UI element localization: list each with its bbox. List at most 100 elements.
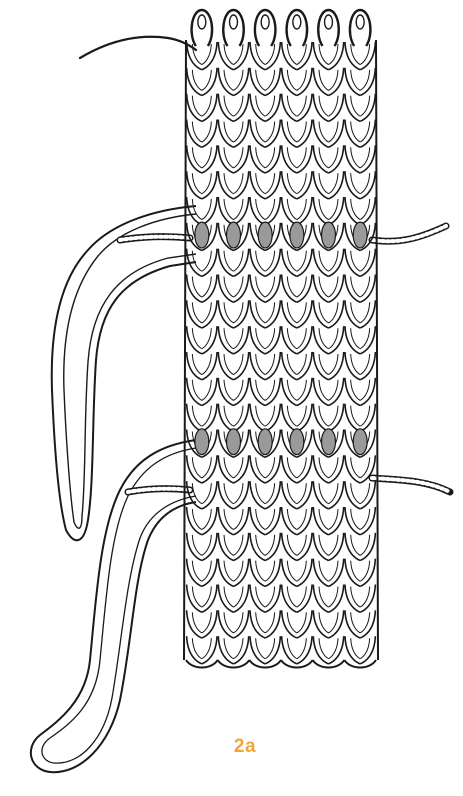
- stitch-leg-inner: [329, 122, 339, 143]
- stitch-leg-inner: [234, 638, 244, 659]
- stitch-leg-inner: [192, 147, 202, 168]
- figure-label: 2a: [0, 736, 463, 758]
- stitch-leg-inner: [265, 535, 275, 556]
- stitch-leg-inner: [297, 354, 307, 375]
- stitch-leg-inner: [192, 587, 202, 608]
- stitch-leg-inner: [224, 44, 234, 65]
- stitch-leg-inner: [202, 328, 212, 349]
- stitch-leg-inner: [256, 587, 265, 608]
- stitch-leg-inner: [265, 328, 275, 349]
- stitch-leg-inner: [319, 277, 329, 298]
- stitch-leg-inner: [192, 302, 202, 323]
- stitch-leg-inner: [351, 638, 361, 659]
- stitch-leg-inner: [351, 122, 361, 143]
- stitch-leg-inner: [265, 561, 275, 582]
- stitch-leg-inner: [192, 535, 202, 556]
- stitch-leg-inner: [297, 147, 307, 168]
- stitch-leg-inner: [351, 587, 361, 608]
- stitch-leg-inner: [351, 44, 361, 65]
- stitch-leg-inner: [297, 509, 307, 530]
- stitch-leg-inner: [256, 638, 265, 659]
- stitch-leg-inner: [224, 173, 234, 194]
- stitch-leg-inner: [265, 509, 275, 530]
- stitch-leg-inner: [265, 483, 275, 504]
- stitch-leg-inner: [287, 302, 297, 323]
- stitch-leg-inner: [202, 173, 212, 194]
- stitch-leg-inner: [202, 70, 212, 91]
- stitch-leg-inner: [319, 535, 329, 556]
- stitch-leg-inner: [234, 483, 244, 504]
- stitch-leg-inner: [297, 587, 307, 608]
- stitch-leg-inner: [319, 44, 329, 65]
- stitch-leg-inner: [192, 122, 202, 143]
- stitch-leg-inner: [329, 457, 339, 478]
- live-stitch-loops: [192, 10, 371, 46]
- contrast-stitch: [290, 429, 304, 455]
- stitch-leg-inner: [192, 354, 202, 375]
- stitch-leg-inner: [192, 612, 202, 633]
- stitch-leg-inner: [329, 535, 339, 556]
- stitch-leg-inner: [256, 173, 265, 194]
- contrast-stitch: [322, 222, 336, 248]
- live-loop-inner: [293, 15, 301, 29]
- stitch-leg-inner: [360, 561, 370, 582]
- stitch-leg-inner: [234, 561, 244, 582]
- stitch-leg-inner: [319, 638, 329, 659]
- stitch-leg-inner: [234, 44, 244, 65]
- stitch-leg-inner: [329, 406, 339, 427]
- stitch-leg-inner: [329, 173, 339, 194]
- stitch-leg-inner: [319, 457, 329, 478]
- stitch-leg-inner: [329, 199, 339, 220]
- stitch-leg-inner: [351, 612, 361, 633]
- stitch-leg-inner: [202, 483, 212, 504]
- stitch-leg-inner: [319, 302, 329, 323]
- waste-yarn-lower: [128, 478, 450, 492]
- stitch-leg-inner: [256, 535, 265, 556]
- knitted-fabric: [184, 40, 378, 668]
- live-loop-inner: [261, 15, 269, 29]
- stitch-leg-inner: [224, 638, 234, 659]
- stitch-leg-inner: [319, 406, 329, 427]
- stitch-leg-inner: [287, 44, 297, 65]
- stitch-leg-inner: [297, 380, 307, 401]
- stitch-leg-inner: [265, 251, 275, 272]
- stitch-leg-inner: [234, 612, 244, 633]
- stitch-leg-inner: [319, 509, 329, 530]
- stitch-leg-inner: [319, 122, 329, 143]
- stitch-leg-inner: [256, 96, 265, 117]
- stitch-leg-inner: [297, 122, 307, 143]
- stitch-leg-inner: [351, 561, 361, 582]
- stitch-leg-inner: [234, 147, 244, 168]
- stitch-leg-inner: [351, 328, 361, 349]
- stitch-leg-inner: [234, 380, 244, 401]
- stitch-leg-inner: [360, 638, 370, 659]
- stitch-leg-inner: [329, 251, 339, 272]
- stitch-leg-inner: [202, 535, 212, 556]
- stitch-leg-inner: [329, 302, 339, 323]
- stitch-leg-inner: [297, 638, 307, 659]
- stitch-leg-inner: [297, 612, 307, 633]
- top-yarn-tail: [80, 37, 196, 58]
- stitch-leg-inner: [287, 199, 297, 220]
- stitch-leg-inner: [329, 587, 339, 608]
- stitch-leg-inner: [360, 328, 370, 349]
- stitch-leg-inner: [192, 561, 202, 582]
- stitch-leg-inner: [287, 406, 297, 427]
- stitch-leg-inner: [329, 380, 339, 401]
- stitch-leg-inner: [256, 457, 265, 478]
- stitch-leg-inner: [329, 328, 339, 349]
- stitch-leg-inner: [287, 277, 297, 298]
- stitch-leg-inner: [192, 328, 202, 349]
- stitch-leg-inner: [234, 199, 244, 220]
- stitch-leg-inner: [360, 302, 370, 323]
- stitch-leg-inner: [287, 122, 297, 143]
- ribbon-strand-upper-inner: [64, 214, 196, 528]
- stitch-leg-inner: [224, 612, 234, 633]
- stitch-leg-inner: [234, 70, 244, 91]
- stitch-leg-inner: [297, 302, 307, 323]
- stitch-leg-inner: [297, 70, 307, 91]
- stitch-leg-inner: [192, 199, 202, 220]
- stitch-leg-inner: [234, 509, 244, 530]
- stitch-leg-inner: [297, 535, 307, 556]
- stitch-leg-inner: [360, 96, 370, 117]
